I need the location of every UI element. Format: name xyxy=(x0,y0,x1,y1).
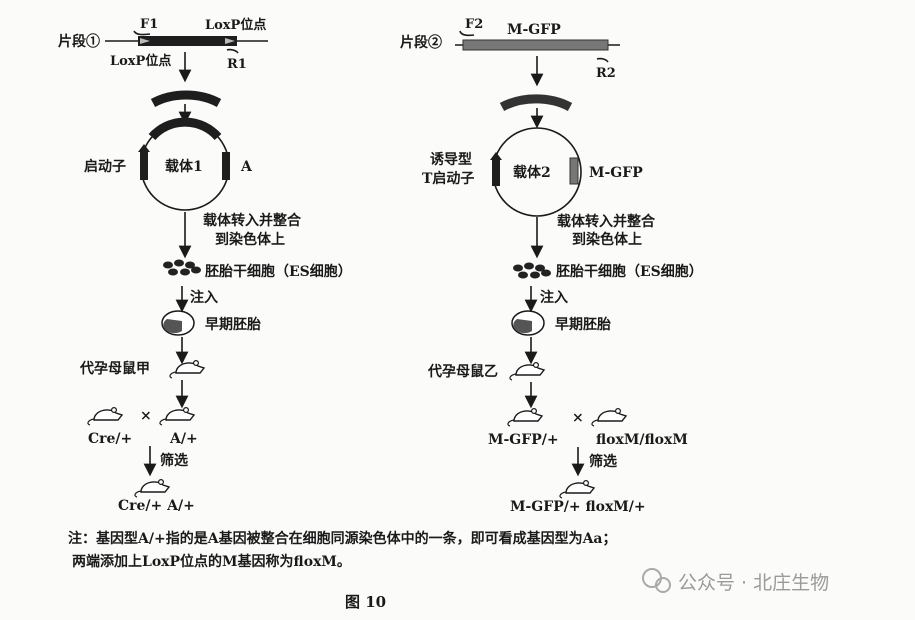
m-gfp-block xyxy=(569,157,579,185)
inject-label: 注入 xyxy=(540,289,568,306)
surrogate-label: 代孕母鼠甲 xyxy=(79,360,150,377)
es-cells-label: 胚胎干细胞（ES细胞） xyxy=(556,263,703,280)
parent-2-genotype: floxM/floxM xyxy=(596,432,688,448)
primer-f2: F2 xyxy=(465,17,483,32)
parent-1-genotype: Cre/+ xyxy=(88,431,132,447)
figure-label: 图 10 xyxy=(345,593,386,611)
note-line-1: 注：基因型A/+指的是A基因被整合在细胞同源染色体中的一条，即可看成基因型为Aa… xyxy=(68,530,617,547)
wechat-icon xyxy=(655,577,671,593)
embryo-label: 早期胚胎 xyxy=(205,316,261,333)
mouse-icon xyxy=(591,407,627,427)
es-cells-icon xyxy=(163,259,201,276)
loxp-label-top: LoxP位点 xyxy=(205,17,266,33)
cross-symbol: × xyxy=(140,408,152,424)
parent-2-genotype: A/+ xyxy=(169,431,198,447)
mouse-icon xyxy=(87,406,123,426)
fragment-gene-label: M-GFP xyxy=(507,22,561,38)
watermark: 公众号 · 北庄生物 xyxy=(642,568,829,594)
mouse-icon xyxy=(159,406,195,426)
left-pathway: 片段① F1 LoxP位点 LoxP位点 R1 启动子 载体1 A 载体转入并整… xyxy=(58,17,352,514)
vector-2-label: 载体2 xyxy=(513,164,551,181)
note-line-2: 两端添加上LoxP位点的M基因称为floxM。 xyxy=(72,553,351,570)
inducible-promoter-block xyxy=(492,158,500,186)
primer-arrow-icon xyxy=(596,57,609,63)
es-cells-label: 胚胎干细胞（ES细胞） xyxy=(205,263,352,280)
promoter-label-1: 诱导型 xyxy=(430,151,472,168)
screen-label: 筛选 xyxy=(589,453,617,470)
mouse-icon xyxy=(507,407,543,427)
surrogate-label: 代孕母鼠乙 xyxy=(427,363,498,380)
promoter-arrow-icon xyxy=(490,152,502,160)
primer-arrow-icon xyxy=(226,48,239,54)
loxp-site-icon xyxy=(140,38,150,44)
loxp-label-bottom: LoxP位点 xyxy=(110,53,171,69)
integrate-label-1: 载体转入并整合 xyxy=(203,212,302,229)
offspring-genotype: M-GFP/+ floxM/+ xyxy=(510,499,646,515)
gene-a-block xyxy=(222,152,230,180)
fragment-1-label: 片段① xyxy=(58,33,100,50)
inject-label: 注入 xyxy=(190,289,218,306)
right-pathway: 片段② F2 M-GFP R2 诱导型 T启动子 载体2 M-GFP 载体转入并… xyxy=(400,17,703,515)
integrate-label-2: 到染色体上 xyxy=(215,231,285,248)
embryo-label: 早期胚胎 xyxy=(555,316,611,333)
integrate-label-2: 到染色体上 xyxy=(572,231,642,248)
loxp-site-icon xyxy=(225,38,235,44)
primer-r1: R1 xyxy=(227,57,247,72)
mouse-icon xyxy=(559,479,595,499)
promoter-label: 启动子 xyxy=(84,158,126,175)
m-gfp-label: M-GFP xyxy=(589,165,643,181)
inserted-fragment xyxy=(148,117,222,141)
fragment-2-bar xyxy=(462,39,609,51)
fragment-arc xyxy=(499,94,573,112)
integrate-label-1: 载体转入并整合 xyxy=(557,213,656,230)
offspring-genotype: Cre/+ A/+ xyxy=(118,498,195,514)
fragment-arc xyxy=(150,90,222,108)
screen-label: 筛选 xyxy=(160,452,188,469)
mouse-icon xyxy=(509,361,545,381)
mouse-icon xyxy=(134,478,170,498)
promoter-block xyxy=(140,150,148,180)
wechat-icon xyxy=(642,568,662,588)
primer-r2: R2 xyxy=(596,66,616,81)
promoter-arrow-icon xyxy=(138,144,150,152)
primer-arrow-icon xyxy=(133,30,151,36)
promoter-label-2: T启动子 xyxy=(422,170,474,187)
embryo-icon xyxy=(511,310,545,336)
watermark-text: 公众号 · 北庄生物 xyxy=(678,572,829,594)
cross-symbol: × xyxy=(572,410,584,426)
vector-1-label: 载体1 xyxy=(165,158,203,175)
primer-f1: F1 xyxy=(140,17,158,32)
embryo-icon xyxy=(161,310,195,336)
fragment-2-label: 片段② xyxy=(400,34,442,51)
mouse-icon xyxy=(169,359,205,379)
es-cells-icon xyxy=(513,262,551,279)
primer-arrow-icon xyxy=(459,30,475,37)
parent-1-genotype: M-GFP/+ xyxy=(488,432,559,448)
fragment-1-bar xyxy=(138,36,237,46)
gene-a-label: A xyxy=(240,159,253,175)
